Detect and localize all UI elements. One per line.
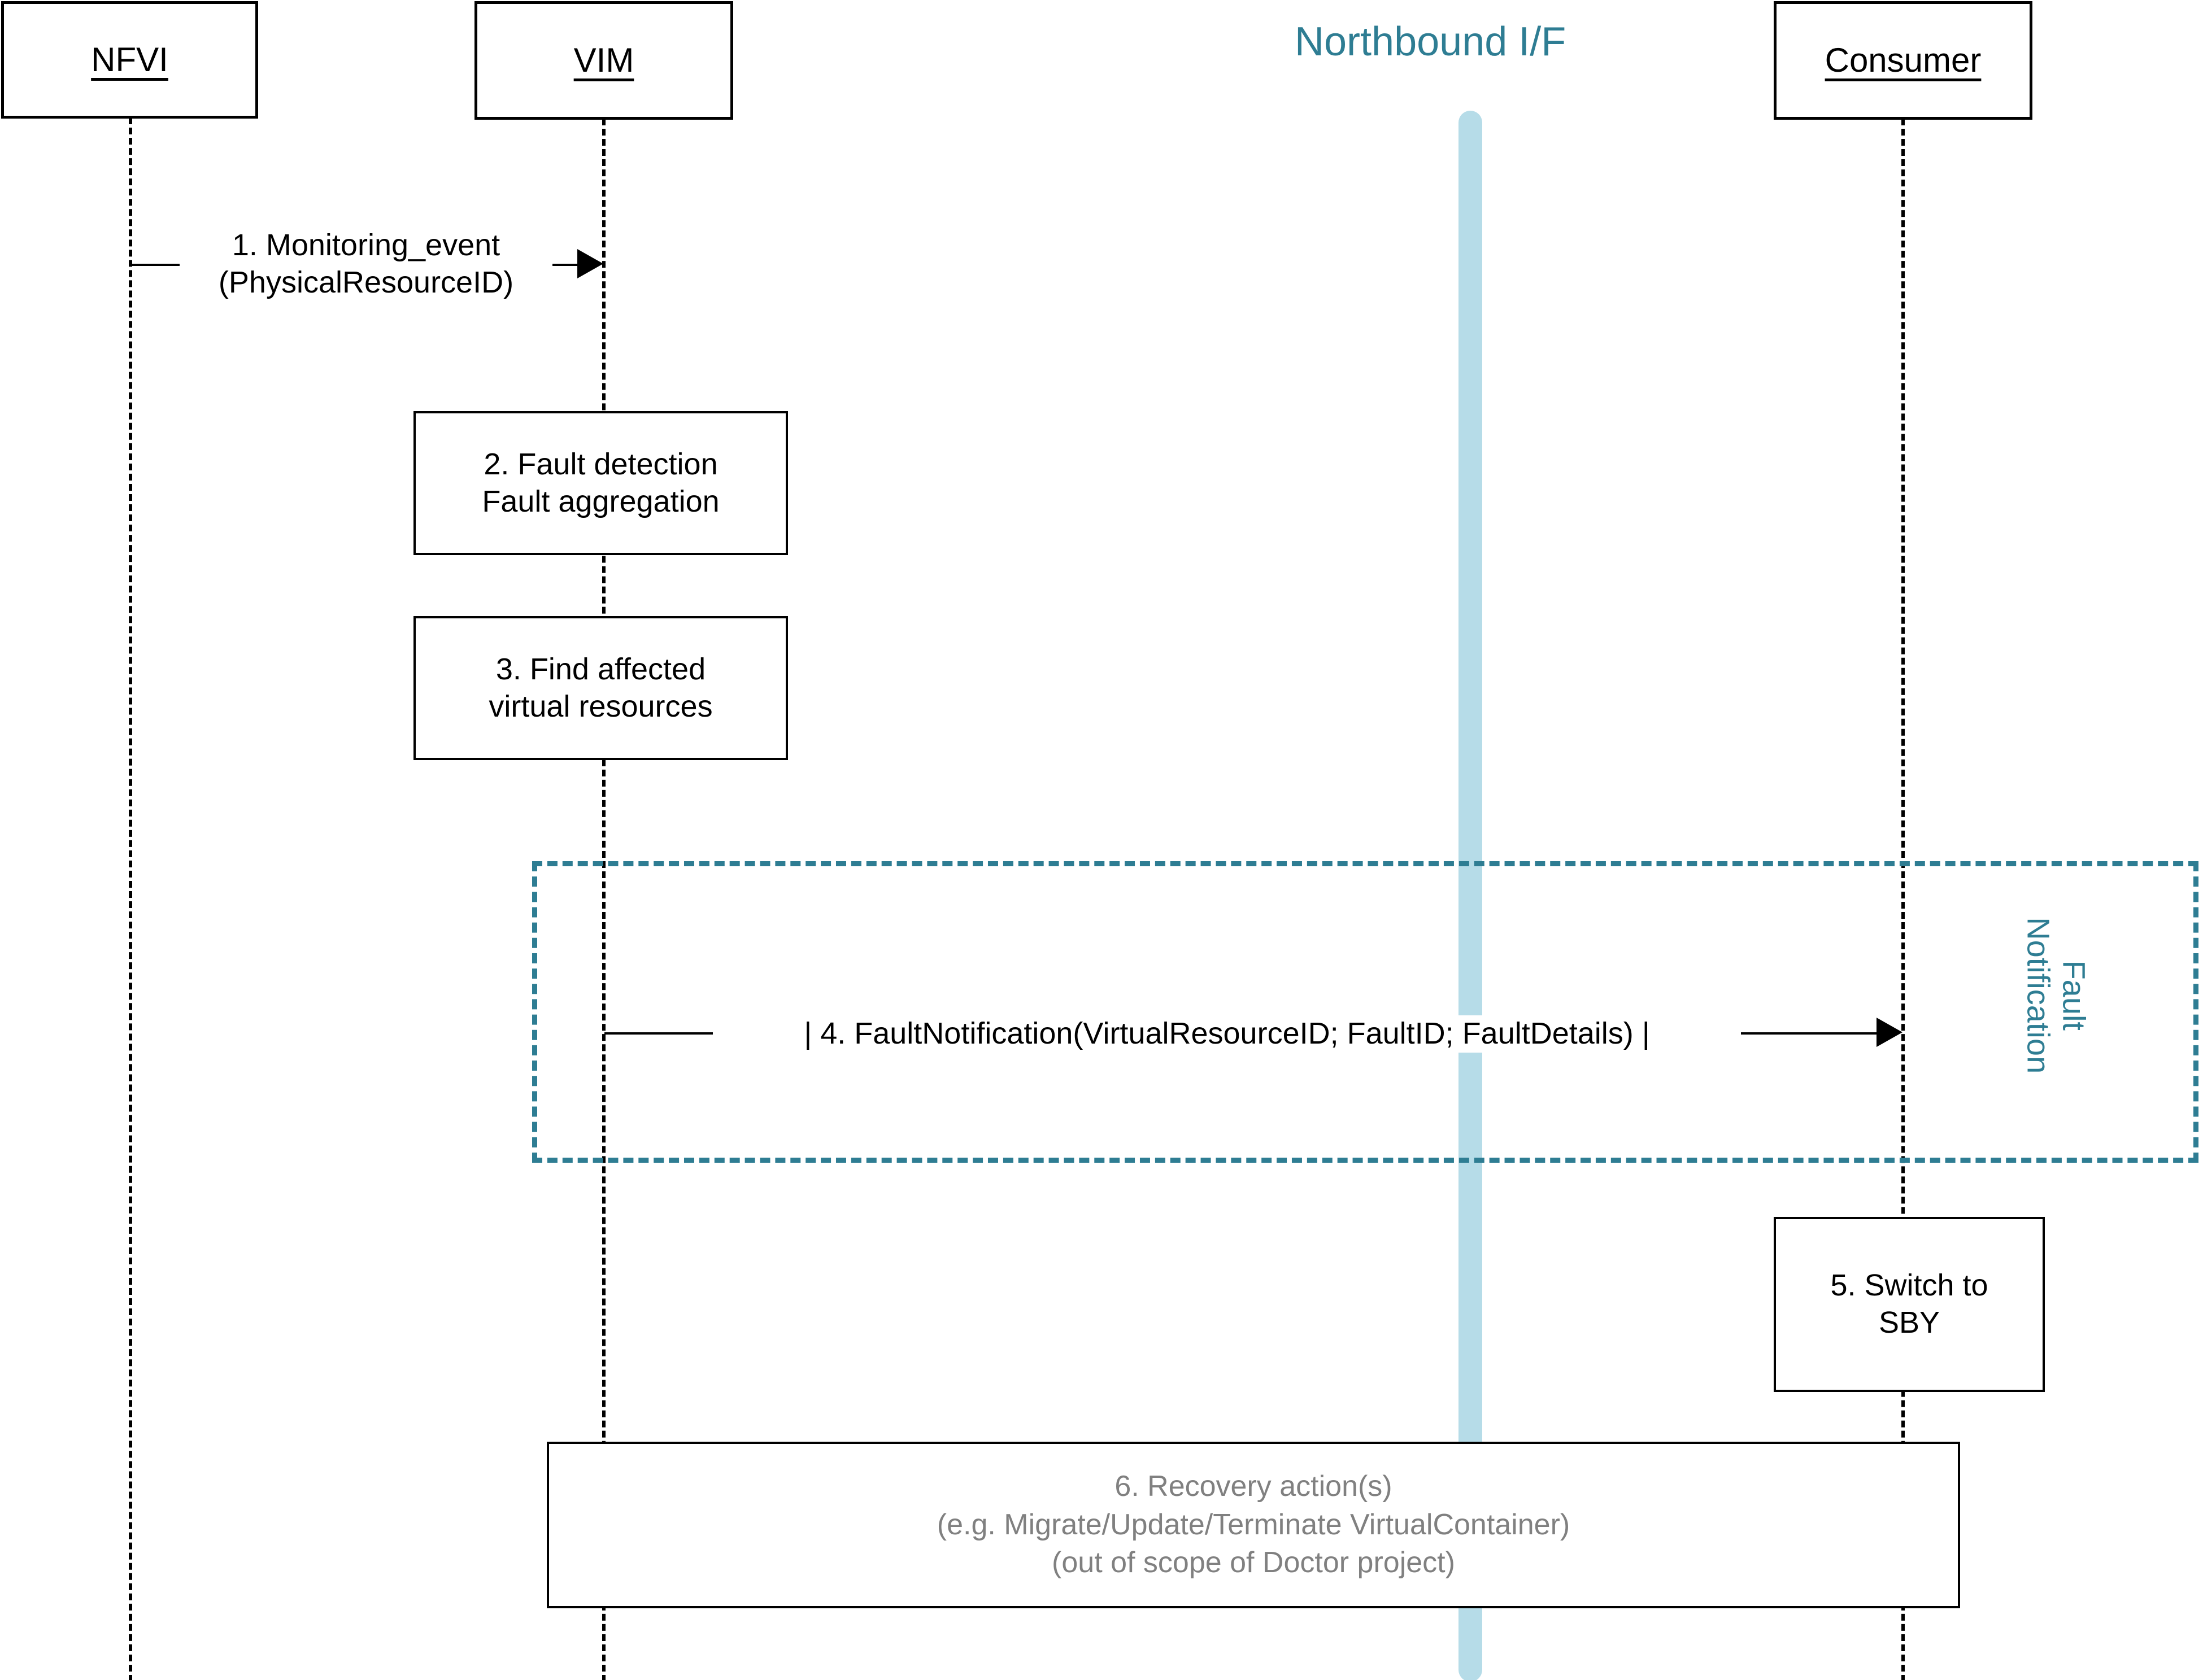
process-box-2[interactable]: 2. Fault detection Fault aggregation: [413, 411, 788, 555]
process-box-2-label: 2. Fault detection Fault aggregation: [482, 447, 720, 518]
actor-label-vim: VIM: [573, 41, 634, 79]
fault-notification-fragment: [532, 861, 2198, 1163]
lifeline-consumer: [1901, 119, 1905, 1680]
process-box-5-label: 5. Switch to SBY: [1830, 1268, 1988, 1339]
message-4-arrowhead: [1877, 1018, 1902, 1047]
lifeline-vim: [602, 119, 606, 1680]
actor-box-nfvi[interactable]: NFVI: [1, 1, 258, 119]
process-box-5[interactable]: 5. Switch to SBY: [1774, 1217, 2045, 1392]
northbound-interface-bar: [1458, 111, 1482, 1680]
actor-box-vim[interactable]: VIM: [474, 1, 733, 120]
message-1-label: 1. Monitoring_event (PhysicalResourceID): [180, 227, 552, 302]
process-box-3[interactable]: 3. Find affected virtual resources: [413, 616, 788, 760]
message-4-line-left: [604, 1032, 717, 1035]
message-1-arrowhead: [577, 249, 603, 278]
process-box-6[interactable]: 6. Recovery action(s) (e.g. Migrate/Upda…: [547, 1442, 1960, 1608]
process-box-3-label: 3. Find affected virtual resources: [489, 652, 713, 723]
actor-label-nfvi: NFVI: [91, 41, 168, 78]
message-4-line-right: [1720, 1032, 1878, 1035]
northbound-interface-title: Northbound I/F: [1295, 19, 1566, 64]
actor-box-consumer[interactable]: Consumer: [1774, 1, 2032, 120]
lifeline-nfvi: [129, 117, 132, 1680]
actor-label-consumer: Consumer: [1825, 41, 1982, 79]
process-box-6-label: 6. Recovery action(s) (e.g. Migrate/Upda…: [937, 1470, 1570, 1579]
message-4-label: | 4. FaultNotification(VirtualResourceID…: [713, 1015, 1741, 1053]
fault-notification-fragment-label: Fault Notification: [2021, 917, 2092, 1074]
